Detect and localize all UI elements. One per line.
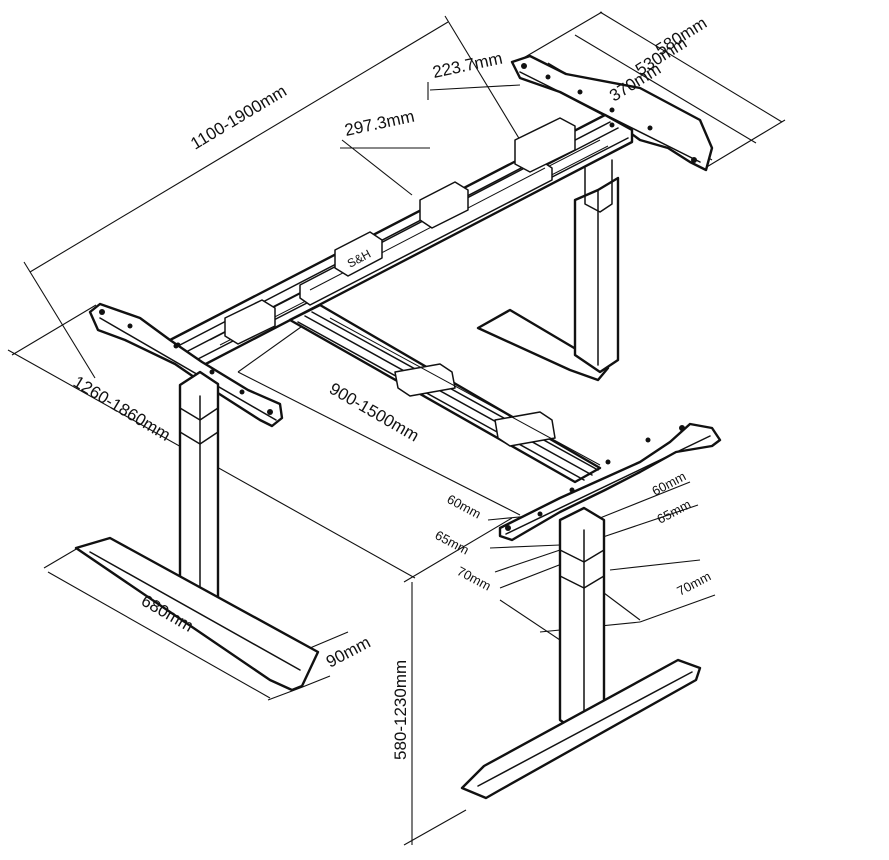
label-foot-width: 90mm bbox=[323, 633, 374, 672]
label-side-length: 1260-1860mm bbox=[70, 372, 174, 445]
bracket-hole bbox=[609, 107, 615, 113]
cross-beam-clamp bbox=[494, 411, 556, 447]
front-right-bracket bbox=[498, 422, 722, 542]
label-col-60-right: 60mm bbox=[649, 468, 688, 498]
front-left-leg bbox=[74, 370, 320, 692]
dim-line-overall bbox=[29, 21, 449, 273]
cross-beam-clamp bbox=[394, 363, 456, 397]
label-col-70-left: 70mm bbox=[455, 563, 494, 593]
cross-beam bbox=[288, 303, 602, 484]
bracket-hole bbox=[521, 63, 527, 69]
bracket-hole bbox=[691, 157, 697, 163]
long-beam: S&H bbox=[168, 113, 634, 370]
label-col-60-left: 60mm bbox=[445, 491, 484, 521]
long-beam-inner-tube bbox=[299, 159, 553, 306]
beam-clamp-block bbox=[419, 181, 469, 229]
back-right-leg bbox=[476, 159, 620, 382]
back-right-column bbox=[573, 176, 620, 374]
front-left-column bbox=[178, 370, 220, 614]
label-height-range: 580-1230mm bbox=[391, 660, 410, 760]
label-overall-length: 1100-1900mm bbox=[187, 81, 290, 153]
beam-clamp-block bbox=[334, 231, 383, 277]
dim-line-crossbar bbox=[237, 371, 521, 516]
back-right-foot bbox=[476, 308, 610, 382]
beam-clamp-block bbox=[224, 299, 276, 345]
label-col-70-right: 70mm bbox=[674, 568, 713, 598]
top-left-bracket bbox=[88, 302, 284, 428]
bracket-hole bbox=[545, 74, 551, 80]
top-right-bracket bbox=[510, 54, 714, 172]
dim-line-580 bbox=[599, 11, 783, 123]
bracket-hole bbox=[647, 125, 653, 131]
label-col-65-right: 65mm bbox=[654, 496, 693, 526]
dim-line-530 bbox=[574, 34, 757, 144]
bracket-hole bbox=[577, 89, 583, 95]
front-left-foot bbox=[74, 536, 320, 692]
dim-line-foot bbox=[47, 571, 271, 699]
dim-line-side bbox=[11, 304, 97, 356]
beam-clamp-block bbox=[514, 117, 576, 173]
label-offset-297: 297.3mm bbox=[343, 107, 416, 140]
front-right-column bbox=[558, 506, 606, 736]
front-right-leg bbox=[460, 506, 702, 800]
